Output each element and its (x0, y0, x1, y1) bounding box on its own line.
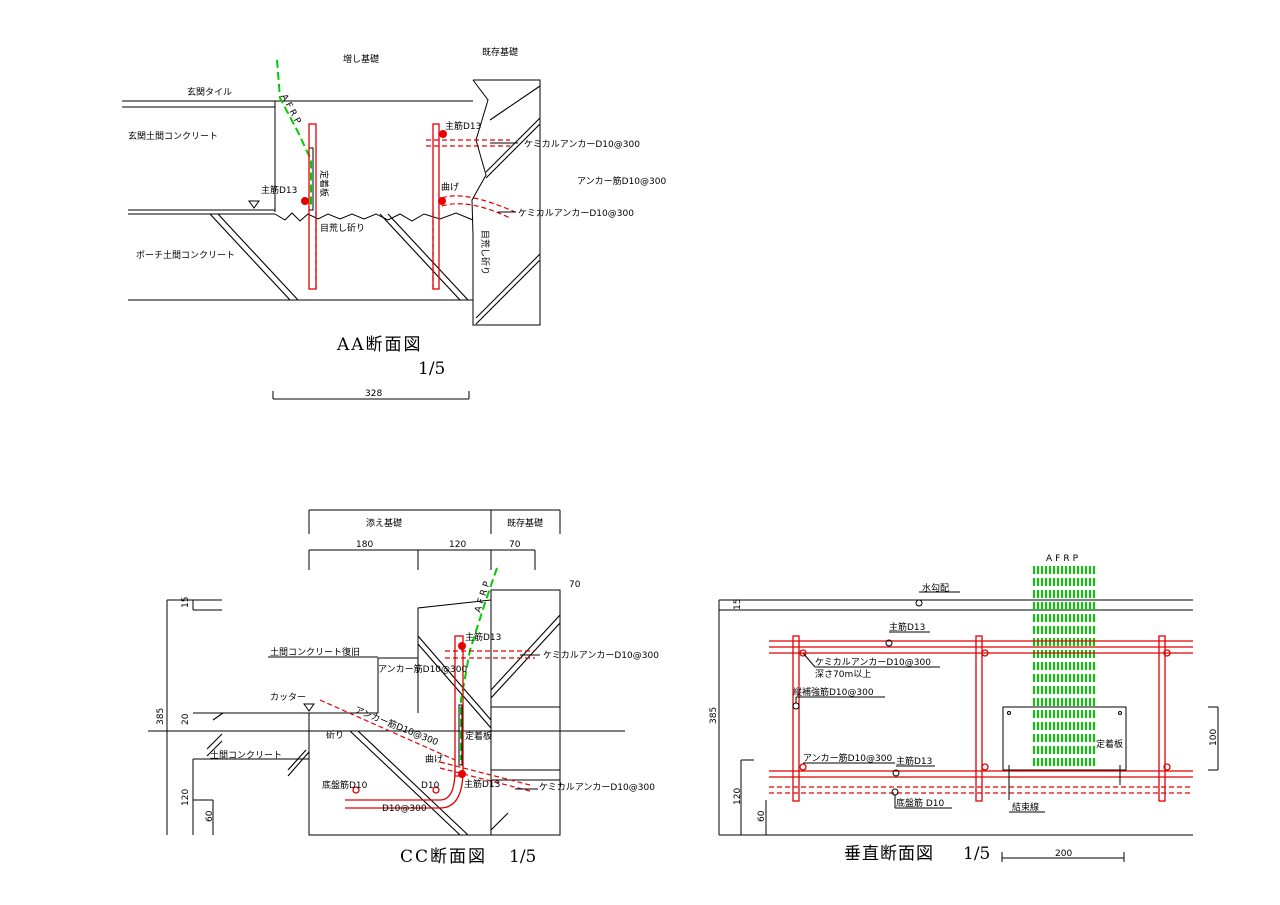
cc-label-d10-300: D10@300 (382, 804, 427, 814)
aa-label-anchor: アンカー筋D10@300 (577, 175, 666, 187)
vert-left-dim-2: 120 (733, 788, 743, 805)
aa-label-genkan-tile: 玄関タイル (187, 86, 232, 98)
vertical-section: 15 385 120 60 100 AFRP 水勾配 主筋D13 ケミカルアンカ… (709, 554, 1219, 864)
cc-label-hatsuri: 斫り (326, 729, 344, 741)
aa-title: AA断面図 (336, 335, 423, 355)
vert-left-dim-0: 15 (733, 599, 743, 610)
cc-section: 添え基礎 既存基礎 180 120 70 70 (148, 509, 659, 867)
cc-scale: 1/5 (509, 847, 536, 867)
aa-label-afrp: AFRP (278, 93, 303, 129)
cc-label-chemical-bottom: ケミカルアンカーD10@300 (539, 782, 655, 793)
vert-label-afrp: AFRP (1046, 554, 1081, 564)
vert-left-dim-1: 385 (709, 707, 719, 724)
vert-title: 垂直断面図 (844, 844, 934, 864)
cc-label-teiban: 底盤筋D10 (322, 779, 368, 791)
cc-dim-70-right: 70 (569, 580, 581, 590)
vert-label-mizukoubai: 水勾配 (922, 582, 949, 594)
cc-dim-1: 120 (449, 540, 466, 550)
aa-dimension: 328 (365, 389, 382, 399)
aa-label-chemical-top: ケミカルアンカーD10@300 (524, 139, 640, 150)
vert-dimension: 200 (1055, 849, 1072, 859)
aa-label-shukin-left: 主筋D13 (261, 184, 297, 196)
cc-title: CC断面図 (400, 847, 487, 867)
aa-label-kison-kiso: 既存基礎 (482, 46, 518, 58)
cc-label-mage: 曲げ (425, 754, 443, 765)
cc-left-dim-2: 385 (156, 708, 166, 725)
cc-label-shukin-bottom: 主筋D13 (464, 778, 500, 790)
vert-label-depth: 深さ70m以上 (815, 669, 871, 680)
cc-label-anchor-small: アンカー筋D10@300 (378, 663, 467, 675)
cc-left-dim-1: 20 (181, 713, 191, 725)
vert-scale: 1/5 (963, 844, 990, 864)
cc-label-doma-fukkyu: 土間コンクリート復旧 (270, 646, 360, 658)
cc-label-shukin-top: 主筋D13 (465, 631, 501, 643)
vert-label-teiban: 底盤筋 D10 (896, 797, 945, 809)
cc-label-teichakuban: 定着板 (465, 730, 492, 742)
cc-left-dim-0: 15 (181, 597, 191, 608)
aa-label-chemical-bottom: ケミカルアンカーD10@300 (518, 208, 634, 219)
vert-left-dim-3: 60 (757, 810, 767, 822)
vert-label-tate-hokyo: 縦補強筋D10@300 (793, 686, 874, 698)
aa-label-shukin-right: 主筋D13 (445, 120, 481, 132)
vert-label-shukin-bottom: 主筋D13 (896, 755, 932, 767)
cc-dim-0: 180 (356, 540, 373, 550)
vert-label-anchor: アンカー筋D10@300 (803, 752, 892, 764)
aa-label-porch: ポーチ土間コンクリート (136, 249, 235, 261)
vert-label-teichakuban: 定着板 (1096, 738, 1123, 750)
aa-label-mearashi-bottom: 目荒し斫り (320, 222, 365, 234)
afrp-band (1033, 566, 1095, 770)
cc-dim-2: 70 (509, 540, 521, 550)
aa-label-genkan-concrete: 玄関土間コンクリート (128, 130, 218, 142)
aa-label-mearashi-right: 目荒し斫り (479, 230, 491, 275)
cc-left-dim-3: 120 (181, 789, 191, 806)
aa-label-masu-kiso: 増し基礎 (343, 53, 379, 65)
cc-header-kison: 既存基礎 (507, 517, 543, 529)
cc-label-chemical-top: ケミカルアンカーD10@300 (543, 650, 659, 661)
cc-label-anchor-diag: アンカー筋D10@300 (353, 704, 440, 749)
aa-label-teichakuban: 定着板 (318, 170, 330, 197)
aa-scale: 1/5 (418, 359, 445, 379)
aa-label-mage: 曲げ (441, 182, 459, 193)
vert-right-dim: 100 (1209, 729, 1219, 746)
aa-section: 増し基礎 既存基礎 玄関タイル 玄関土間コンクリート AFRP 定着板 主筋D1… (122, 46, 666, 400)
cc-label-d10: D10 (421, 781, 440, 791)
cc-label-doma-concrete: 土間コンクリート (210, 749, 282, 761)
vert-label-kessoku: 結束線 (1012, 801, 1039, 813)
cc-header-soe: 添え基礎 (366, 517, 402, 529)
cc-label-cutter: カッター (270, 692, 306, 703)
cc-left-dim-4: 60 (205, 810, 215, 822)
vert-label-chemical: ケミカルアンカーD10@300 (815, 657, 931, 668)
vert-label-shukin-top: 主筋D13 (889, 621, 925, 633)
